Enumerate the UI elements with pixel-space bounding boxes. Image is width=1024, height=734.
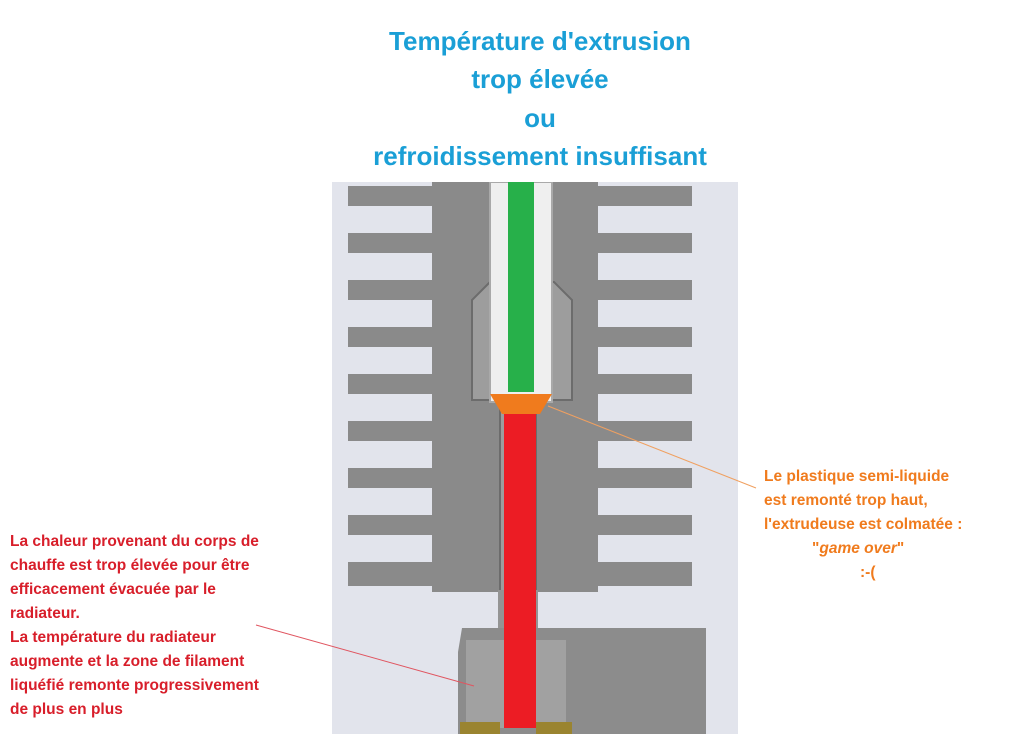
left-annotation-line-2: chauffe est trop élevée pour être bbox=[10, 557, 250, 574]
hotend-cross-section bbox=[332, 182, 738, 734]
left-annotation: La chaleur provenant du corps de chauffe… bbox=[10, 530, 259, 722]
left-annotation-line-4: radiateur. bbox=[10, 605, 80, 622]
heatsink-fins-left bbox=[348, 186, 432, 586]
right-annotation-line-2: est remonté trop haut, bbox=[764, 492, 928, 509]
left-annotation-line-7: liquéfié remonte progressivement bbox=[10, 677, 259, 694]
right-annotation: Le plastique semi-liquide est remonté tr… bbox=[764, 465, 962, 585]
semi-liquid-zone bbox=[490, 394, 552, 414]
liquid-filament bbox=[504, 414, 536, 728]
nozzle-thread-left bbox=[460, 722, 500, 734]
left-annotation-line-3: efficacement évacuée par le bbox=[10, 581, 216, 598]
solid-filament bbox=[508, 182, 534, 392]
left-annotation-line-1: La chaleur provenant du corps de bbox=[10, 533, 259, 550]
title-line-2: trop élevée bbox=[471, 64, 609, 94]
quote-open: " bbox=[812, 540, 820, 557]
title-line-1: Température d'extrusion bbox=[389, 26, 691, 56]
game-over-text: game over bbox=[819, 540, 897, 557]
right-annotation-line-3: l'extrudeuse est colmatée : bbox=[764, 516, 963, 533]
left-annotation-line-5: La température du radiateur bbox=[10, 629, 216, 646]
title-line-3: ou bbox=[524, 103, 556, 133]
left-annotation-line-8: de plus en plus bbox=[10, 701, 123, 718]
right-annotation-line-1: Le plastique semi-liquide bbox=[764, 468, 950, 485]
left-annotation-line-6: augmente et la zone de filament bbox=[10, 653, 245, 670]
heatsink-fins-right bbox=[598, 186, 692, 586]
right-leader-line bbox=[547, 405, 757, 489]
sad-smiley: :-( bbox=[860, 564, 876, 581]
title-line-4: refroidissement insuffisant bbox=[373, 141, 707, 171]
game-over-line: "game over" bbox=[764, 537, 962, 561]
left-leader-line bbox=[255, 624, 475, 687]
nozzle-thread-right bbox=[536, 722, 572, 734]
quote-close: " bbox=[896, 540, 905, 557]
